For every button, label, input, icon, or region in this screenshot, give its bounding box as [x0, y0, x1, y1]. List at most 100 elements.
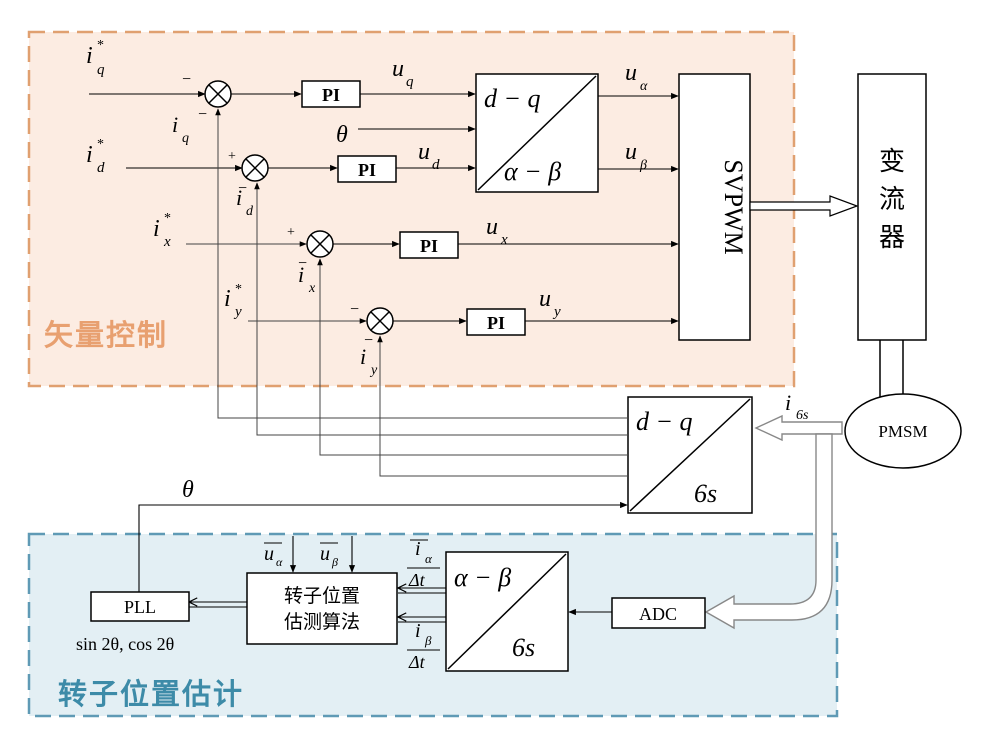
svg-text:d: d — [432, 157, 440, 173]
vector-control-region — [27, 30, 796, 388]
iy-ref-sign: − — [350, 301, 359, 318]
svg-text:Δt: Δt — [408, 570, 426, 590]
id-ref-label: i d * — [86, 137, 105, 176]
iy-ref-label: i y * — [224, 282, 242, 320]
svg-text:i: i — [298, 262, 304, 287]
ix-fb-sign: − — [298, 255, 307, 272]
iq-fb-sign: − — [198, 106, 207, 123]
pi-block-q-label: PI — [322, 85, 340, 105]
svpwm-block: SVPWM — [678, 73, 751, 341]
svg-text:u: u — [625, 139, 637, 165]
svg-text:Δt: Δt — [408, 652, 426, 672]
id-summing-junction — [241, 154, 269, 182]
svg-text:i: i — [360, 344, 366, 369]
iy-summing-junction — [366, 307, 394, 335]
svg-text:y: y — [233, 304, 242, 320]
svg-text:*: * — [97, 137, 104, 152]
svg-text:u: u — [392, 56, 404, 82]
converter-block: 变流器 — [857, 73, 927, 341]
i6s-arrow-to-adc — [704, 433, 833, 630]
svg-text:i: i — [415, 538, 421, 560]
ix-ref-label: i x * — [153, 211, 171, 250]
svg-text:θ: θ — [182, 477, 194, 503]
svg-text:β: β — [639, 158, 647, 173]
pi-block-d-label: PI — [358, 160, 376, 180]
pi-block-x — [399, 231, 459, 259]
rotor-estimation-label: 转子位置估计 — [58, 677, 244, 711]
uy-label: u y — [539, 286, 561, 320]
svg-text:α − β: α − β — [454, 563, 511, 592]
svg-text:β: β — [331, 555, 338, 569]
svg-text:u: u — [486, 214, 498, 240]
ud-label: u d — [418, 139, 440, 173]
svg-text:u: u — [625, 60, 637, 86]
ubeta-label: u β — [625, 139, 647, 173]
svg-text:d − q: d − q — [484, 84, 541, 113]
svg-text:α: α — [640, 79, 648, 94]
svg-text:6s: 6s — [694, 479, 717, 508]
svg-text:α: α — [276, 555, 283, 569]
pi-block-d — [337, 155, 397, 183]
svg-text:6s: 6s — [512, 633, 535, 662]
iq-feedback-label: i q — [172, 112, 189, 146]
i6s-label: i 6s — [785, 390, 809, 423]
svg-text:i: i — [172, 112, 178, 137]
svg-text:y: y — [552, 304, 561, 320]
svg-text:u: u — [539, 286, 551, 312]
svg-text:PMSM: PMSM — [878, 422, 927, 441]
iy-fb-sign: − — [364, 332, 373, 349]
iq-ref-sign: − — [182, 71, 191, 88]
svg-text:i: i — [86, 43, 93, 69]
theta-label-bottom: θ — [182, 477, 194, 503]
svg-text:β: β — [424, 633, 432, 648]
iy-feedback-label: i y — [360, 344, 378, 378]
pi-block-q — [301, 80, 361, 108]
svg-text:转子位置: 转子位置 — [284, 585, 360, 607]
svg-text:α: α — [425, 551, 433, 566]
pll-label: PLL — [124, 597, 156, 617]
svg-text:x: x — [308, 281, 316, 296]
ix-ref-sign: + — [287, 225, 295, 240]
adc-block — [611, 597, 706, 629]
svg-text:i: i — [224, 286, 231, 312]
ux-label: u x — [486, 214, 508, 248]
svg-text:i: i — [415, 620, 421, 642]
svg-text:i: i — [236, 185, 242, 210]
svg-text:d − q: d − q — [636, 407, 693, 436]
svg-text:*: * — [97, 38, 104, 53]
svg-text:q: q — [406, 74, 414, 90]
svg-text:变流器: 变流器 — [879, 147, 905, 253]
id-fb-sign: − — [238, 180, 247, 197]
adc-label: ADC — [639, 604, 677, 624]
svg-text:i: i — [785, 390, 791, 415]
svg-text:x: x — [163, 234, 171, 250]
ix-feedback-label: i x — [298, 262, 316, 296]
svg-text:x: x — [500, 232, 508, 248]
svg-text:d: d — [246, 204, 254, 219]
svg-text:u: u — [264, 543, 274, 565]
pi-block-y-label: PI — [487, 313, 505, 333]
iq-ref-label: i q * — [86, 38, 105, 78]
position-estimation-block: 转子位置 估测算法 — [246, 572, 398, 645]
svg-text:θ: θ — [336, 122, 348, 148]
ibeta-over-dt-label: i β Δt — [407, 620, 440, 672]
alphabeta-6s-transform-block: α − β 6s — [445, 551, 569, 672]
ubeta-bar-label: u β — [320, 542, 338, 569]
svg-text:SVPWM: SVPWM — [719, 159, 748, 254]
sin-cos-label: sin 2θ, cos 2θ — [76, 634, 174, 654]
ualpha-label: u α — [625, 60, 648, 94]
pi-block-y — [466, 308, 526, 336]
dq-6s-transform-block: d − q 6s — [627, 396, 753, 514]
uq-label: u q — [392, 56, 414, 90]
svg-text:6s: 6s — [796, 408, 809, 423]
svpwm-to-converter-arrow — [749, 195, 859, 217]
ix-summing-junction — [306, 230, 334, 258]
dq-to-alphabeta-block: d − q α − β — [475, 73, 599, 193]
svg-text:i: i — [153, 216, 160, 242]
svg-text:i: i — [86, 142, 93, 168]
id-ref-sign: + — [228, 149, 236, 164]
ualpha-bar-label: u α — [264, 542, 283, 569]
pmsm-motor: PMSM — [844, 393, 962, 469]
vector-control-label: 矢量控制 — [44, 318, 168, 352]
